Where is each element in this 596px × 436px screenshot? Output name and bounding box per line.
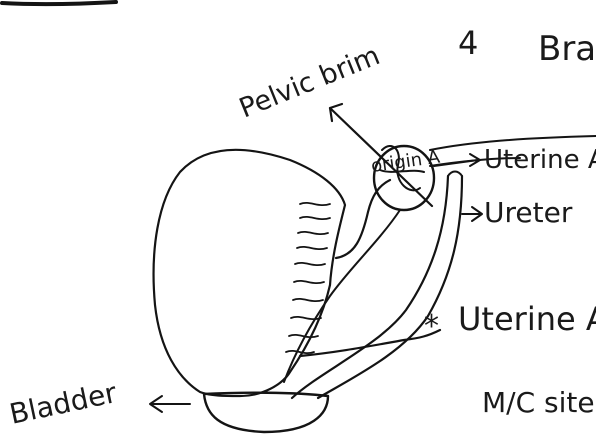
number-label: 4: [458, 24, 478, 62]
mc-site-label: M/C site: [482, 386, 595, 419]
uterine-artery-arrow: [434, 154, 480, 166]
uterine-artery-mid-label: Uterine A: [458, 300, 596, 338]
vessel-loop: [336, 180, 390, 258]
ureter-cap: [448, 172, 462, 177]
bladder-base: [204, 393, 328, 432]
uterine-artery-top-label: Uterine A: [484, 145, 596, 175]
origin-label: origin A: [370, 146, 442, 177]
bladder-label: Bladder: [7, 376, 120, 431]
top-left-smudge: [2, 2, 116, 4]
ureter-arrow: [462, 207, 482, 221]
bladder-outline: [154, 150, 345, 396]
pelvic-brim-label: Pelvic brim: [235, 40, 384, 124]
top-right-label: Bra: [538, 29, 596, 69]
bladder-arrow: [150, 396, 190, 412]
asterisk-mark: *: [424, 309, 439, 344]
ureter-tube-left: [292, 176, 448, 398]
ureter-label: Ureter: [484, 196, 573, 229]
